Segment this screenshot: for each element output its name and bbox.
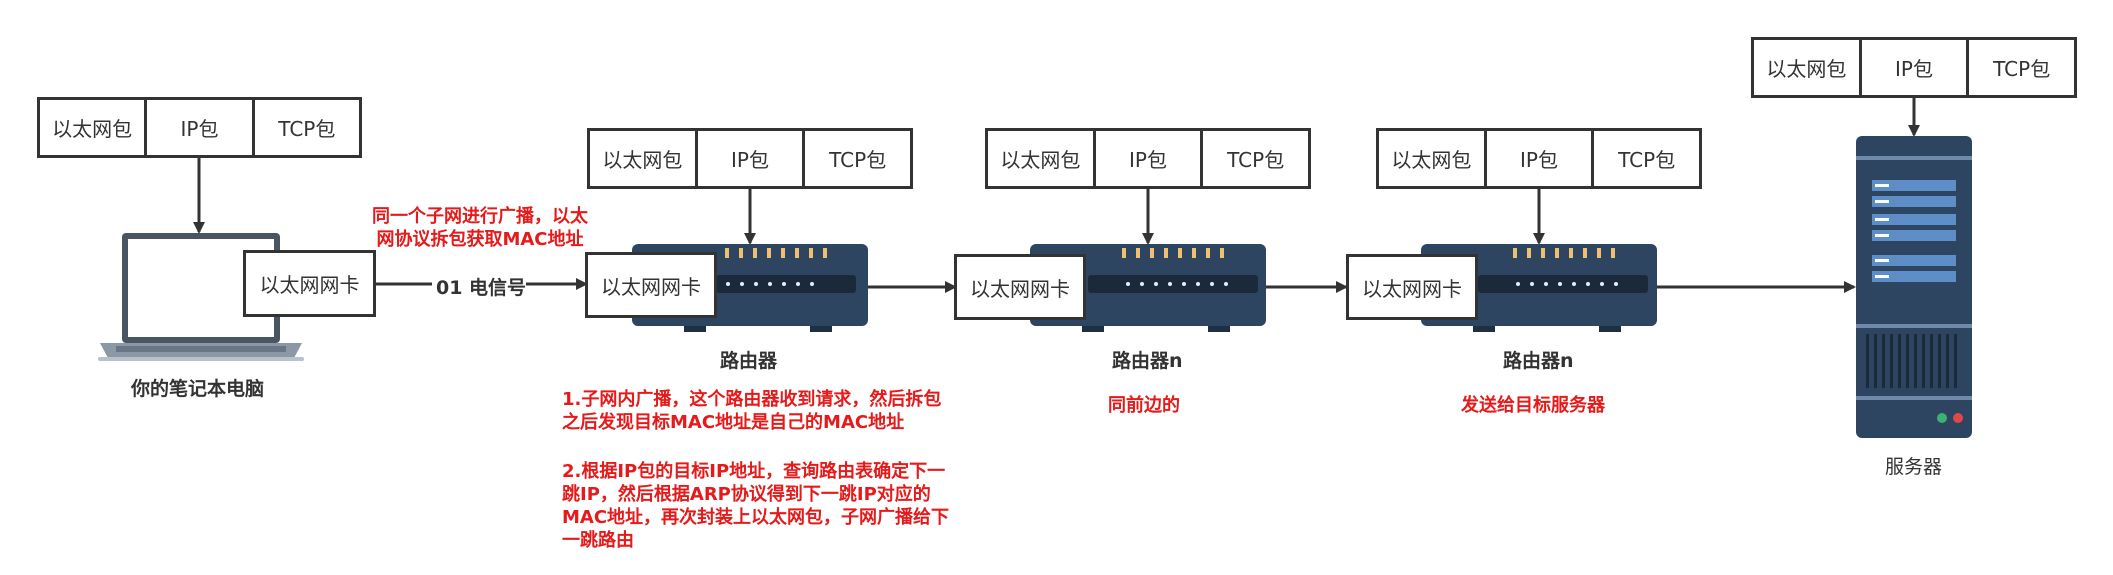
server-label: 服务器 [1885,456,1943,478]
packet-tcp: TCP包 [278,117,336,141]
packet-tcp: TCP包 [829,148,887,172]
packet-tcp: TCP包 [1618,148,1676,172]
router-1-note-1: 1.子网内广播，这个路由器收到请求，然后拆包 之后发现目标MAC地址是自己的MA… [562,389,942,433]
packet-ip: IP包 [1096,131,1204,186]
router-2-icon [1030,244,1266,332]
packet-tcp: TCP包 [1227,148,1285,172]
packet-ethernet: 以太网包 [40,100,148,155]
packet-stack-router-2: 以太网包 IP包 TCP包 [985,128,1311,189]
packet-ip: IP包 [698,131,806,186]
server-icon [1856,136,1972,438]
router-1-note-2: 2.根据IP包的目标IP地址，查询路由表确定下一 跳IP，然后根据ARP协议得到… [562,461,950,551]
packet-ip: IP包 [1862,40,1970,95]
packet-ethernet: 以太网包 [988,131,1096,186]
packet-ethernet: 以太网包 [1754,40,1862,95]
nic-router-2: 以太网网卡 [954,254,1086,320]
router-3-note: 发送给目标服务器 [1461,395,1605,416]
nic-laptop: 以太网网卡 [243,250,376,317]
router-1-label: 路由器 [720,350,778,372]
packet-ethernet: 以太网包 [1379,131,1487,186]
router-3-label: 路由器n [1503,350,1574,372]
router-3-icon [1421,244,1657,332]
packet-stack-router-3: 以太网包 IP包 TCP包 [1376,128,1702,189]
packet-stack-laptop: 以太网包 IP包 TCP包 [37,97,362,158]
laptop-label: 你的笔记本电脑 [131,378,265,400]
packet-ip: IP包 [147,100,255,155]
packet-stack-server: 以太网包 IP包 TCP包 [1751,37,2077,98]
packet-ethernet: 以太网包 [590,131,698,186]
router-2-label: 路由器n [1112,350,1183,372]
nic-router-1: 以太网网卡 [585,252,717,318]
signal-label: 01 电信号 [436,277,527,299]
packet-tcp: TCP包 [1993,57,2051,81]
packet-stack-router-1: 以太网包 IP包 TCP包 [587,128,913,189]
router-2-note: 同前边的 [1108,395,1180,416]
broadcast-note: 同一个子网进行广播，以太 网协议拆包获取MAC地址 [372,206,588,250]
nic-router-3: 以太网网卡 [1346,254,1478,320]
packet-ip: IP包 [1487,131,1595,186]
